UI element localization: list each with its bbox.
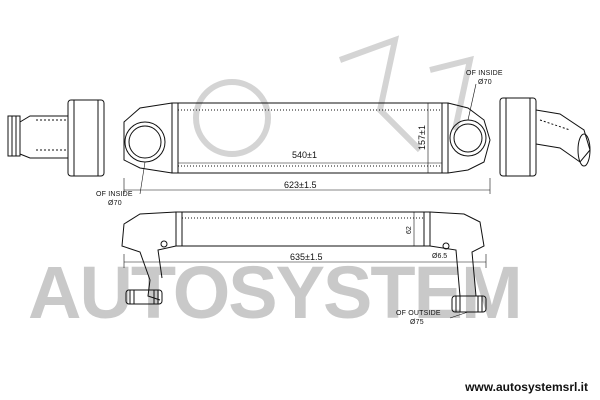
top-right-port: [449, 119, 487, 157]
dim-core-width: 540±1: [292, 150, 317, 160]
bottom-view: [121, 211, 487, 313]
dim-overall-top: 623±1.5: [284, 180, 316, 190]
top-right-tank: [447, 102, 491, 174]
bottom-core: [175, 211, 431, 247]
dim-core-depth: 62: [406, 226, 413, 234]
note-top-right-label: OF INSIDE: [466, 70, 503, 77]
left-side-view: [7, 99, 105, 177]
dim-bracket-hole: Ø6.5: [432, 253, 447, 260]
note-left-label: OF INSIDE: [96, 191, 133, 198]
watermark-text: AUTOSYSTEM: [28, 251, 521, 334]
bottom-right-port: [451, 295, 487, 313]
note-left-value: Ø70: [108, 200, 122, 207]
note-top-right-value: Ø70: [478, 79, 492, 86]
note-bottom-value: Ø75: [410, 319, 424, 326]
website-url: www.autosystemsrl.it: [465, 380, 588, 394]
bottom-left-port: [125, 289, 163, 305]
dim-overall-bottom: 635±1.5: [290, 252, 322, 262]
top-left-tank: [123, 102, 173, 174]
top-core: [171, 102, 449, 174]
right-side-view: [499, 97, 591, 177]
note-bottom-label: OF OUTSIDE: [396, 310, 441, 317]
dim-core-height: 157±1: [417, 125, 427, 150]
top-left-port: [124, 121, 166, 163]
watermark-emblem: [193, 35, 474, 157]
